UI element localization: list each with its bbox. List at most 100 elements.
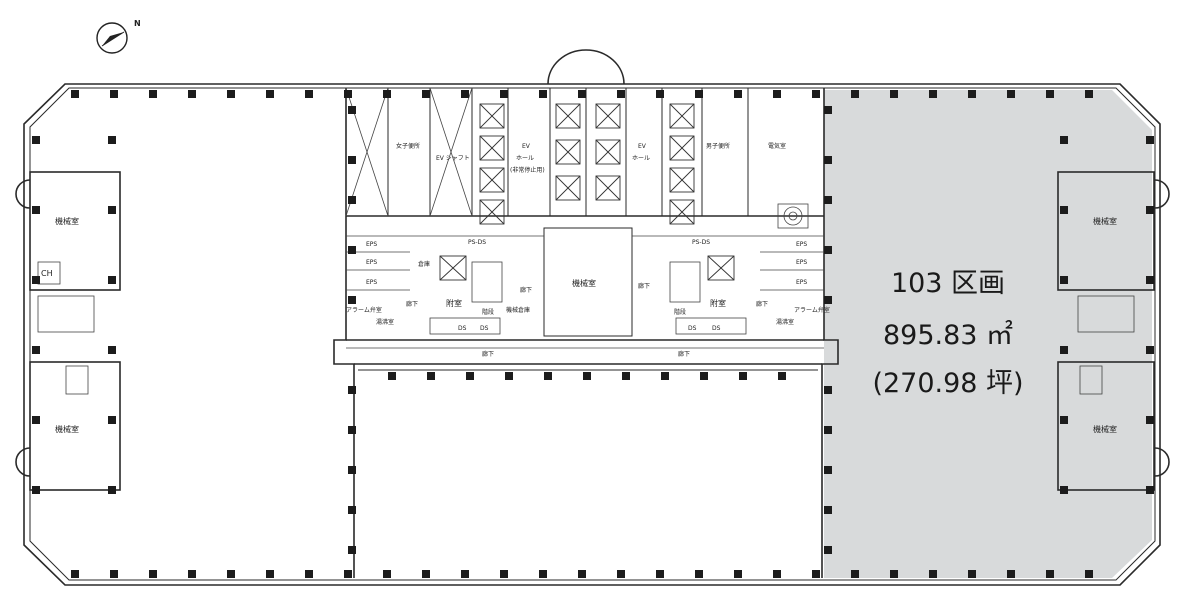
label-eps-r1: EPS xyxy=(796,241,807,248)
column xyxy=(1060,416,1068,424)
column xyxy=(383,570,391,578)
elevator-car xyxy=(479,135,505,161)
column xyxy=(824,106,832,114)
column xyxy=(110,90,118,98)
column xyxy=(348,386,356,394)
column xyxy=(1007,90,1015,98)
label-annex-left: 附室 xyxy=(446,298,462,308)
column xyxy=(539,90,547,98)
column xyxy=(108,346,116,354)
building-outline xyxy=(23,83,1161,586)
column xyxy=(1146,136,1154,144)
column xyxy=(108,276,116,284)
column xyxy=(656,90,664,98)
column xyxy=(1007,570,1015,578)
column xyxy=(890,570,898,578)
column xyxy=(500,90,508,98)
label-machine-room-right-bottom: 機械室 xyxy=(1093,424,1117,434)
column xyxy=(505,372,513,380)
column xyxy=(734,90,742,98)
label-machine-room-left-bottom: 機械室 xyxy=(55,424,79,434)
section-area-tsubo: (270.98 坪) xyxy=(872,368,1023,399)
column xyxy=(824,246,832,254)
label-ev-hall-left-2: ホール xyxy=(516,155,534,162)
column xyxy=(1085,570,1093,578)
column xyxy=(305,90,313,98)
label-stairs-right: 階段 xyxy=(674,308,686,316)
label-corridor-6: 廊下 xyxy=(678,350,690,358)
label-ev-hall-right-1: EV xyxy=(638,143,647,150)
section-103-highlight[interactable] xyxy=(824,90,1152,578)
label-ev-hall-right-2: ホール xyxy=(632,155,650,162)
label-ev-hall-left-1: EV xyxy=(522,143,531,150)
column xyxy=(466,372,474,380)
column xyxy=(1060,136,1068,144)
column xyxy=(1085,90,1093,98)
label-womens-restroom: 女子便所 xyxy=(396,142,420,150)
column xyxy=(71,570,79,578)
label-corridor-3: 廊下 xyxy=(638,282,650,290)
column xyxy=(344,90,352,98)
label-ch: CH xyxy=(41,269,53,278)
column xyxy=(188,90,196,98)
column xyxy=(778,372,786,380)
column xyxy=(1060,206,1068,214)
central-core xyxy=(333,88,839,578)
label-electrical-room: 電気室 xyxy=(768,142,786,150)
column xyxy=(348,246,356,254)
column xyxy=(661,372,669,380)
column xyxy=(149,570,157,578)
column xyxy=(500,570,508,578)
column xyxy=(227,90,235,98)
label-annex-right: 附室 xyxy=(710,298,726,308)
structural-columns xyxy=(32,90,1154,578)
column xyxy=(348,506,356,514)
label-eps-l3: EPS xyxy=(366,279,377,286)
label-alarm-valve-right: アラーム弁室 xyxy=(794,306,830,314)
column xyxy=(348,466,356,474)
column xyxy=(388,372,396,380)
elevator-car xyxy=(555,175,581,201)
column xyxy=(266,570,274,578)
column xyxy=(188,570,196,578)
label-ds-1: DS xyxy=(458,325,467,332)
label-ps-ds-right: PS-DS xyxy=(692,239,710,246)
column xyxy=(617,570,625,578)
column xyxy=(539,570,547,578)
label-eps-l2: EPS xyxy=(366,259,377,266)
column xyxy=(32,486,40,494)
column xyxy=(108,206,116,214)
column xyxy=(149,90,157,98)
column xyxy=(348,156,356,164)
left-bay xyxy=(15,171,121,491)
elevator-car xyxy=(669,199,695,225)
column xyxy=(344,570,352,578)
column xyxy=(348,426,356,434)
column xyxy=(1060,486,1068,494)
column xyxy=(1060,346,1068,354)
column xyxy=(851,570,859,578)
elevator-car xyxy=(555,139,581,165)
column xyxy=(929,570,937,578)
elevator-car xyxy=(669,103,695,129)
label-ds-4: DS xyxy=(712,325,721,332)
column xyxy=(32,276,40,284)
label-stairs-left: 階段 xyxy=(482,308,494,316)
column xyxy=(734,570,742,578)
column xyxy=(383,90,391,98)
column xyxy=(1146,416,1154,424)
column xyxy=(266,90,274,98)
label-eps-l1: EPS xyxy=(366,241,377,248)
column xyxy=(824,506,832,514)
column xyxy=(617,90,625,98)
elevator-car xyxy=(479,199,505,225)
north-arrow-icon xyxy=(96,22,128,54)
label-corridor-1: 廊下 xyxy=(406,300,418,308)
label-hot-water-right: 湯沸室 xyxy=(776,318,794,326)
column xyxy=(812,90,820,98)
column xyxy=(851,90,859,98)
label-corridor-2: 廊下 xyxy=(520,286,532,294)
elevator-car xyxy=(707,255,735,281)
elevator-car xyxy=(479,103,505,129)
column xyxy=(544,372,552,380)
